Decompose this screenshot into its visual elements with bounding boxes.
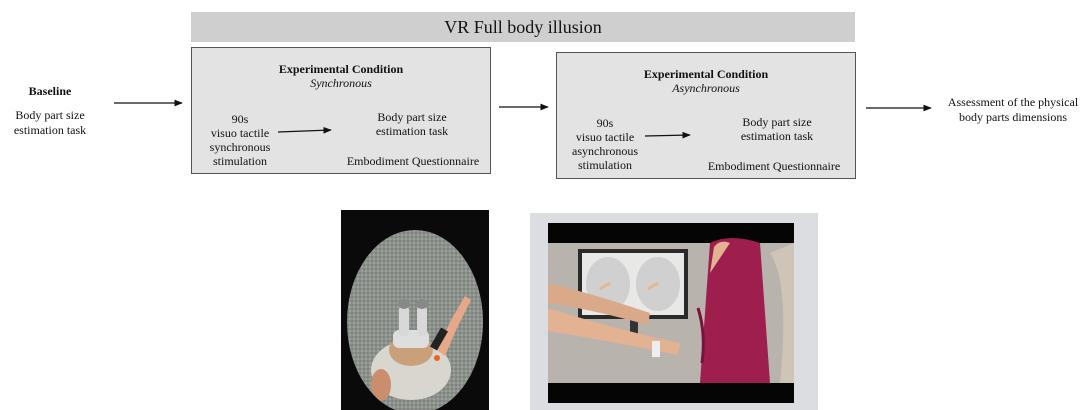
asynchronous-stimulation-text: 90s visuo tactile asynchronous stimulati… xyxy=(561,116,649,172)
asynchronous-condition-box: Experimental Condition Asynchronous 90s … xyxy=(556,52,856,179)
synchronous-stim-line4: stimulation xyxy=(213,154,267,168)
final-line1: Assessment of the physical xyxy=(947,95,1079,109)
vr-headset-view-photo xyxy=(341,210,489,410)
synchronous-title: Experimental Condition xyxy=(278,62,404,76)
baseline-block: Baseline Body part size estimation task xyxy=(0,84,100,138)
synchronous-subtitle: Synchronous xyxy=(310,76,372,90)
final-line2: body parts dimensions xyxy=(959,110,1067,124)
asynchronous-stim-line3: asynchronous xyxy=(572,144,638,158)
synchronous-stim-line3: synchronous xyxy=(209,140,271,154)
diagram-title: VR Full body illusion xyxy=(444,16,602,37)
asynchronous-stim-line1: 90s xyxy=(596,116,614,130)
baseline-task-line1: Body part size xyxy=(15,108,85,122)
baseline-title: Baseline xyxy=(28,84,72,98)
diagram-title-banner: VR Full body illusion xyxy=(191,12,855,42)
synchronous-stimulation-text: 90s visuo tactile synchronous stimulatio… xyxy=(200,112,280,168)
asynchronous-task-line2: estimation task xyxy=(740,129,814,143)
asynchronous-questionnaire: Embodiment Questionnaire xyxy=(707,159,841,173)
baseline-task-line2: estimation task xyxy=(13,123,87,137)
synchronous-task-line1: Body part size xyxy=(377,110,447,124)
asynchronous-title: Experimental Condition xyxy=(643,67,769,81)
asynchronous-stim-line2: visuo tactile xyxy=(575,130,635,144)
synchronous-stim-line2: visuo tactile xyxy=(210,126,270,140)
vr-headset-view-image xyxy=(341,210,489,410)
synchronous-condition-box: Experimental Condition Synchronous 90s v… xyxy=(191,47,491,174)
arrow-sync-stim-to-task xyxy=(277,126,332,134)
synchronous-stim-line1: 90s xyxy=(231,112,249,126)
final-assessment-block: Assessment of the physical body parts di… xyxy=(938,95,1088,125)
asynchronous-subtitle: Asynchronous xyxy=(672,81,740,95)
asynchronous-task-text: Body part size estimation task xyxy=(707,115,847,143)
synchronous-questionnaire: Embodiment Questionnaire xyxy=(346,154,480,168)
asynchronous-task-line1: Body part size xyxy=(742,115,812,129)
arrow-async-stim-to-task xyxy=(644,131,691,139)
experimenter-stimulation-image xyxy=(530,213,818,410)
synchronous-task-text: Body part size estimation task xyxy=(342,110,482,138)
asynchronous-header: Experimental Condition Asynchronous xyxy=(557,67,855,95)
synchronous-header: Experimental Condition Synchronous xyxy=(192,62,490,90)
asynchronous-stim-line4: stimulation xyxy=(578,158,632,172)
synchronous-task-line2: estimation task xyxy=(375,124,449,138)
experimenter-stimulation-photo xyxy=(530,213,818,410)
